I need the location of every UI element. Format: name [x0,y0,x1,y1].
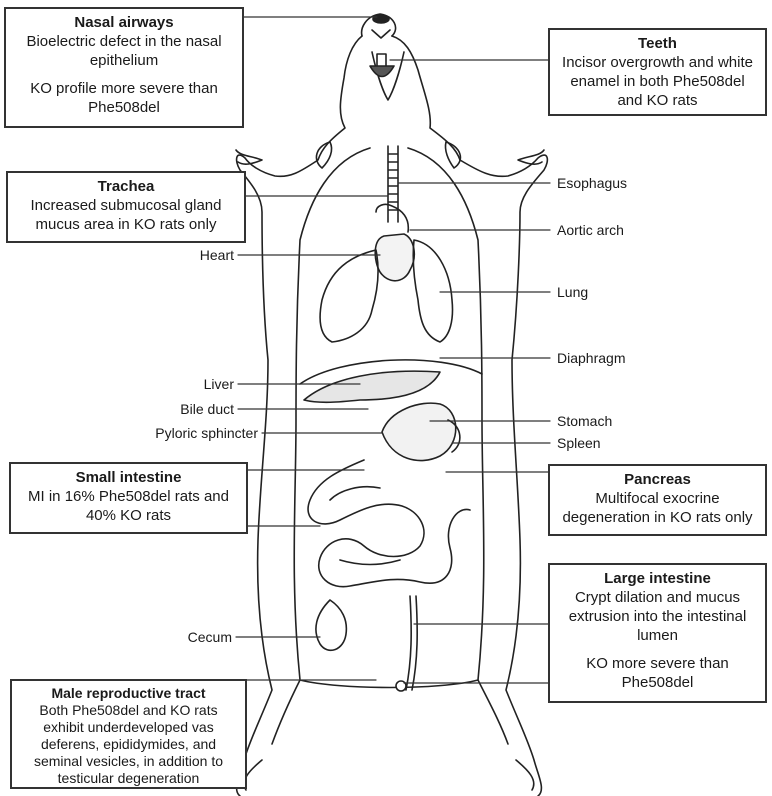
rat-body-outline [237,36,548,796]
label-cecum: Cecum [150,629,232,645]
male-reproductive-title: Male reproductive tract [18,685,239,702]
large-intestine-finding: Crypt dilation and mucus extrusion into … [556,588,759,645]
large-intestine-box: Large intestine Crypt dilation and mucus… [548,563,767,703]
small-intestine-title: Small intestine [17,468,240,487]
small-intestine-finding: MI in 16% Phe508del rats and 40% KO rats [17,487,240,525]
trachea-rings [388,146,398,222]
heart [375,234,414,281]
pancreas-finding: Multifocal exocrine degeneration in KO r… [556,489,759,527]
label-stomach: Stomach [557,413,612,429]
rat-tongue [370,66,394,77]
teeth-title: Teeth [556,34,759,53]
pancreas-box: Pancreas Multifocal exocrine degeneratio… [548,464,767,536]
nasal-airways-comparison: KO profile more severe than Phe508del [12,79,236,117]
lung-left [320,250,378,342]
pancreas-title: Pancreas [556,470,759,489]
label-aortic-arch: Aortic arch [557,222,624,238]
small-intestine-loops [308,460,470,587]
label-lung: Lung [557,284,588,300]
lung-right [413,240,452,342]
nasal-airways-finding: Bioelectric defect in the nasal epitheli… [12,32,236,70]
cecum [316,600,346,650]
rat-nose [373,15,389,23]
stomach [382,403,456,460]
nasal-airways-box: Nasal airways Bioelectric defect in the … [4,7,244,128]
rat-ear-left [316,142,331,168]
teeth-finding: Incisor overgrowth and white enamel in b… [556,53,759,110]
teeth-box: Teeth Incisor overgrowth and white ename… [548,28,767,116]
male-reproductive-finding: Both Phe508del and KO rats exhibit under… [18,702,239,787]
label-heart: Heart [180,247,234,263]
label-spleen: Spleen [557,435,601,451]
label-pyloric-sphincter: Pyloric sphincter [100,425,258,441]
trachea-box: Trachea Increased submucosal gland mucus… [6,171,246,243]
body-cavity [294,148,484,688]
hind-legs [244,680,534,790]
trachea-title: Trachea [14,177,238,196]
nasal-airways-title: Nasal airways [12,13,236,32]
label-diaphragm: Diaphragm [557,350,625,366]
trachea-finding: Increased submucosal gland mucus area in… [14,196,238,234]
label-esophagus: Esophagus [557,175,627,191]
small-intestine-box: Small intestine MI in 16% Phe508del rats… [9,462,248,534]
large-intestine-title: Large intestine [556,569,759,588]
liver [304,371,440,402]
label-liver: Liver [150,376,234,392]
large-intestine [406,596,417,690]
leader-lines [236,17,550,683]
large-intestine-comparison: KO more severe than Phe508del [556,654,759,692]
aortic-arch [376,204,408,232]
rat-mouth [372,30,390,38]
male-reproductive-box: Male reproductive tract Both Phe508del a… [10,679,247,789]
label-bile-duct: Bile duct [150,401,234,417]
